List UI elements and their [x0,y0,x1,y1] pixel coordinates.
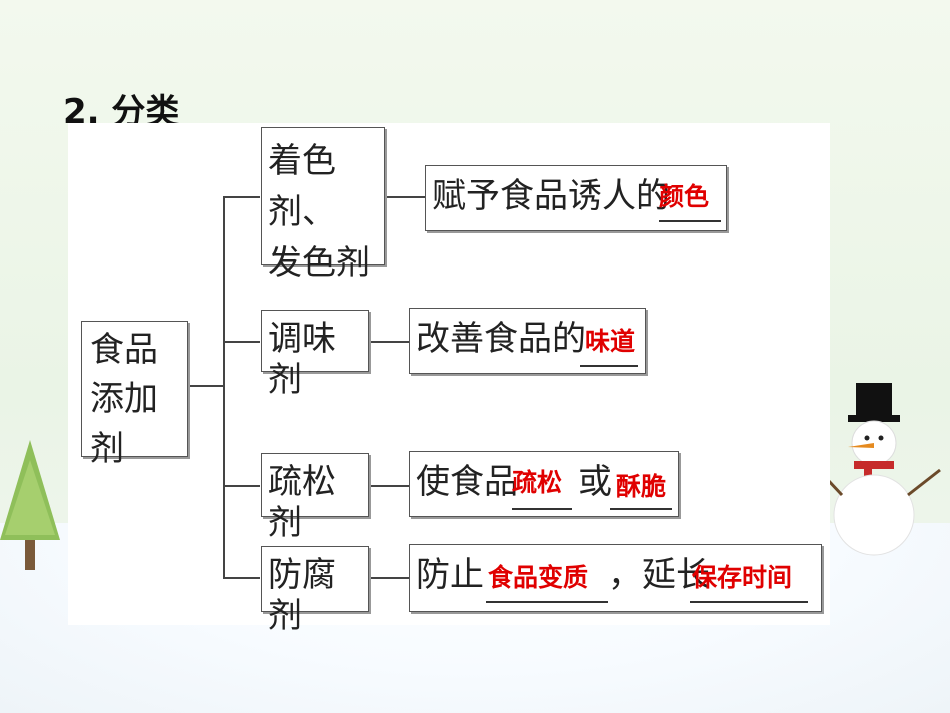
desc-seasoning-text: 改善食品的 [416,319,586,359]
answer-crisp: 酥脆 [616,472,667,501]
desc-connector-4 [371,577,409,579]
answer-shelf-life: 保存时间 [692,563,793,592]
desc-colorant-text: 赋予食品诱人的 [432,176,670,216]
classification-diagram: 食品 添加剂 着色剂、 发色剂 赋予食品诱人的 颜色 调味剂 改善食品的 味道 … [68,123,830,636]
branch-seasoning-label: 调味剂 [268,319,336,400]
desc-leavening-or: 或 [578,462,612,502]
answer-crisp-underline [610,508,672,510]
branch-box-colorant: 着色剂、 发色剂 [261,127,385,283]
branch-leavening-label: 疏松剂 [268,462,336,543]
branch-box-seasoning: 调味剂 [261,310,369,400]
branch-box-preservative: 防腐剂 [261,546,369,636]
branch-connector-1 [223,196,260,198]
root-connector [190,385,223,387]
desc-leavening-text: 使食品 [416,462,518,502]
answer-loose: 疏松 [512,468,563,497]
desc-connector-3 [371,485,409,487]
answer-color: 颜色 [659,182,710,211]
branch-box-leavening: 疏松剂 [261,453,369,543]
branch-connector-4 [223,577,260,579]
desc-connector-1 [387,196,425,198]
root-label-line1: 食品 [90,330,158,370]
root-box: 食品 添加剂 [81,321,188,469]
pine-tree-icon [0,440,60,570]
answer-flavor: 味道 [585,327,636,356]
branch-colorant-line1: 着色剂、 [268,141,336,232]
answer-shelf-life-underline [690,601,808,603]
root-label-line2: 添加剂 [90,379,158,469]
desc-connector-2 [371,341,409,343]
desc-preservative-text: 防止 [416,555,484,595]
desc-box-preservative: 防止 食品变质 ，延长 保存时间 [409,544,822,612]
desc-box-leavening: 使食品 疏松 或 酥脆 [409,451,679,517]
branch-connector-2 [223,341,260,343]
branch-connector-3 [223,485,260,487]
answer-spoilage: 食品变质 [488,563,589,592]
trunk-line [223,196,225,578]
desc-box-seasoning: 改善食品的 味道 [409,308,646,374]
answer-color-underline [659,220,721,222]
desc-preservative-middle: ，延长 [608,555,710,595]
desc-box-colorant: 赋予食品诱人的 颜色 [425,165,727,231]
branch-colorant-line2: 发色剂 [268,243,370,283]
branch-preservative-label: 防腐剂 [268,555,336,636]
answer-loose-underline [512,508,572,510]
snowman-icon [828,383,941,556]
answer-flavor-underline [580,365,638,367]
answer-spoilage-underline [486,601,608,603]
